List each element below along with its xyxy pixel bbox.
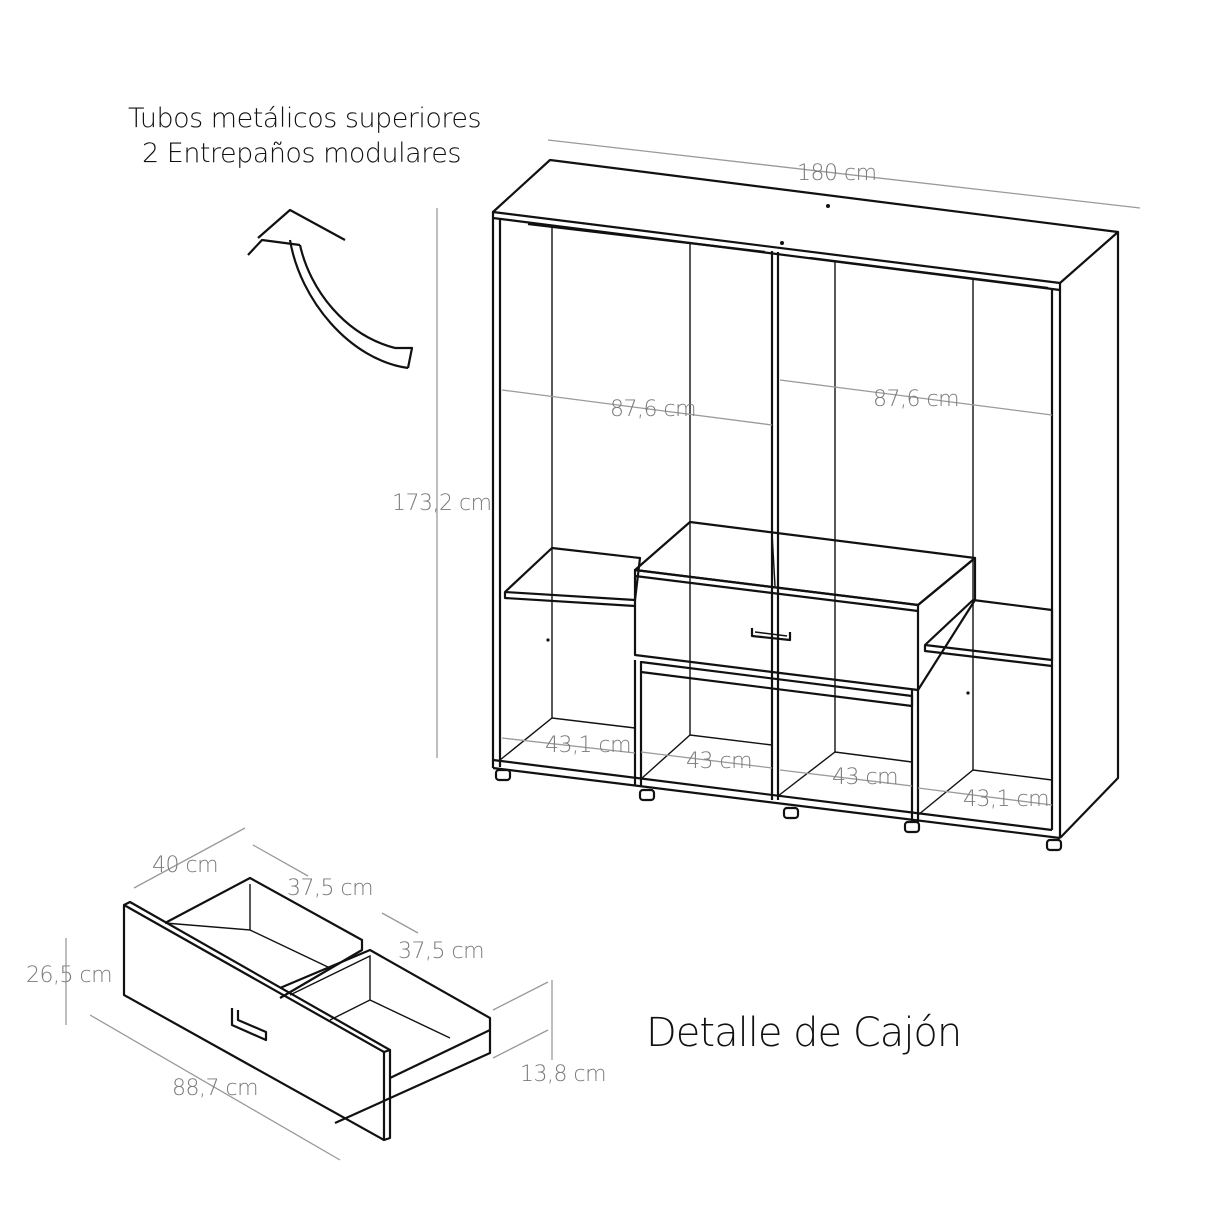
dim-front-width: 88,7 cm bbox=[172, 1076, 258, 1101]
dim-side-height: 13,8 cm bbox=[520, 1062, 606, 1087]
dim-compartment-1: 37,5 cm bbox=[287, 876, 373, 901]
dim-total-height: 173,2 cm bbox=[392, 491, 492, 516]
drawer-drawing bbox=[122, 876, 492, 1142]
drawer-dimensions bbox=[65, 827, 553, 1161]
dim-front-height: 26,5 cm bbox=[26, 963, 112, 988]
wardrobe-drawing bbox=[491, 158, 1120, 852]
dim-drawer-depth: 40 cm bbox=[152, 853, 218, 878]
dim-upper-left-width: 87,6 cm bbox=[610, 397, 696, 422]
note-shelves: 2 Entrepaños modulares bbox=[142, 138, 461, 169]
dim-total-width: 180 cm bbox=[797, 161, 877, 186]
dim-bottom-1: 43,1 cm bbox=[545, 733, 631, 758]
drawer-detail-caption: Detalle de Cajón bbox=[646, 1010, 961, 1056]
dim-bottom-4: 43,1 cm bbox=[963, 787, 1049, 812]
wardrobe-dimensions bbox=[436, 139, 1141, 806]
dim-bottom-3: 43 cm bbox=[832, 765, 898, 790]
note-tubes: Tubos metálicos superiores bbox=[128, 103, 481, 134]
dim-upper-right-width: 87,6 cm bbox=[873, 387, 959, 412]
dim-compartment-2: 37,5 cm bbox=[398, 939, 484, 964]
dim-bottom-2: 43 cm bbox=[686, 749, 752, 774]
curved-arrow-icon bbox=[247, 208, 414, 370]
